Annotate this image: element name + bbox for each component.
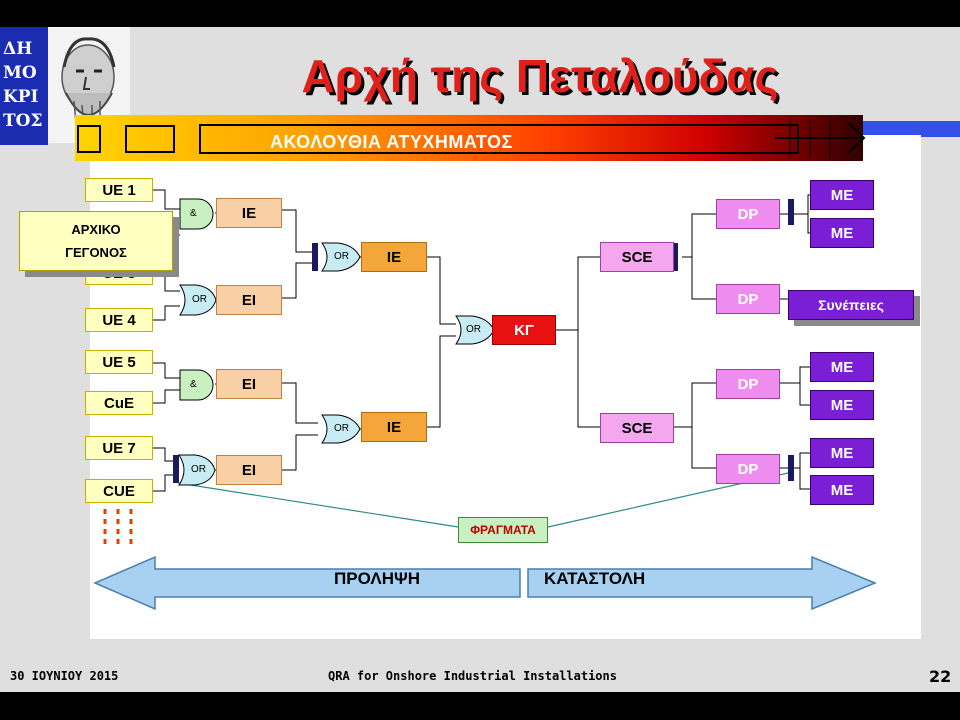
barriers-box: ΦΡΑΓΜΑΤΑ xyxy=(458,517,548,543)
dp-box-2: DP xyxy=(716,284,780,314)
ie-box-top: IE xyxy=(216,198,282,228)
initiating-event-line-2: ΓΕΓΟΝΟΣ xyxy=(65,245,127,260)
logo-line-4: ΤΟΣ xyxy=(3,111,43,131)
cue-box-1: CuE xyxy=(85,391,153,415)
sce-box-bottom: SCE xyxy=(600,413,674,443)
sce-box-top: SCE xyxy=(600,242,674,272)
logo-line-2: ΜΟ xyxy=(3,63,37,83)
central-event-box: ΚΓ xyxy=(492,315,556,345)
ei-box-3: EI xyxy=(216,455,282,485)
page-number: 22 xyxy=(929,667,952,686)
header-blue-strip xyxy=(860,121,960,137)
banner-square-1 xyxy=(77,125,101,153)
banner-square-2 xyxy=(125,125,175,153)
logo-text: ΔΗ ΜΟ ΚΡΙ ΤΟΣ xyxy=(3,37,47,133)
logo-line-1: ΔΗ xyxy=(3,39,33,59)
democritus-logo xyxy=(0,27,48,145)
ie-box-center-bottom: IE xyxy=(361,412,427,442)
cue-box-2: CUE xyxy=(85,479,153,503)
or-gate-2: OR xyxy=(191,464,206,475)
ie-box-center-top: IE xyxy=(361,242,427,272)
ue-box-7: UE 7 xyxy=(85,436,153,460)
banner-arrow-icon xyxy=(775,119,866,157)
or-gate-3: OR xyxy=(334,251,349,262)
and-gate-2: & xyxy=(190,379,197,390)
logo-line-3: ΚΡΙ xyxy=(3,87,39,107)
ue-box-4: UE 4 xyxy=(85,308,153,332)
ei-box-2: EI xyxy=(216,369,282,399)
banner-title: ΑΚΟΛΟΥΘΙΑ ΑΤΥΧΗΜΑΤΟΣ xyxy=(270,132,513,152)
dp-box-1: DP xyxy=(716,199,780,229)
me-box-6: ME xyxy=(810,475,874,505)
me-box-3: ME xyxy=(810,352,874,382)
dp-box-3: DP xyxy=(716,369,780,399)
or-gate-central: OR xyxy=(466,324,481,335)
consequences-box: Συνέπειες xyxy=(788,290,914,320)
me-box-4: ME xyxy=(810,390,874,420)
prevention-label: ΠΡΟΛΗΨΗ xyxy=(334,569,421,588)
slide-title: Αρχή της Πεταλούδας xyxy=(301,50,779,102)
slide: ΔΗ ΜΟ ΚΡΙ ΤΟΣ Αρχή της Πεταλούδας ΑΚΟΛΟΥ… xyxy=(0,27,960,692)
ue-box-1: UE 1 xyxy=(85,178,153,202)
me-box-5: ME xyxy=(810,438,874,468)
initiating-event-box: ΑΡΧΙΚΟ ΓΕΓΟΝΟΣ xyxy=(19,211,173,271)
and-gate-1: & xyxy=(190,208,197,219)
or-gate-1: OR xyxy=(192,294,207,305)
footer-course: QRA for Onshore Industrial Installations xyxy=(328,669,617,683)
ue-box-5: UE 5 xyxy=(85,350,153,374)
mitigation-label: ΚΑΤΑΣΤΟΛΗ xyxy=(544,569,646,588)
diagram-connectors xyxy=(93,189,877,611)
me-box-2: ME xyxy=(810,218,874,248)
initiating-event-line-1: ΑΡΧΙΚΟ xyxy=(71,222,121,237)
footer-date: 30 ΙΟΥΝΙΟΥ 2015 xyxy=(10,669,119,683)
or-gate-4: OR xyxy=(334,423,349,434)
me-box-1: ME xyxy=(810,180,874,210)
ei-box-1: EI xyxy=(216,285,282,315)
dp-box-4: DP xyxy=(716,454,780,484)
